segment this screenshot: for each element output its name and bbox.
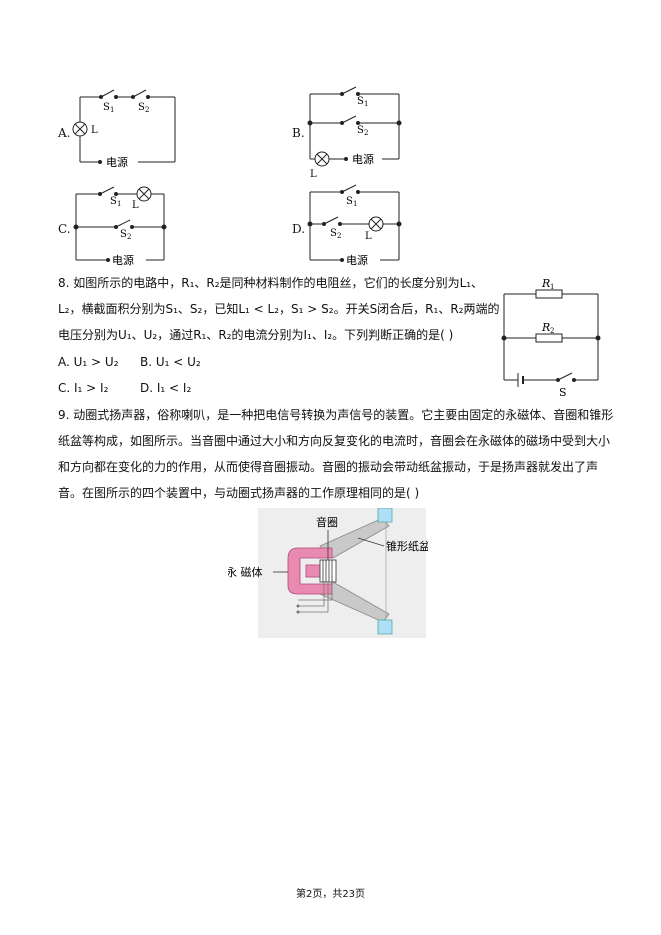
- q8-circuit-figure: R 1 R 2 S: [501, 277, 601, 399]
- a-source-label: 电源: [106, 155, 128, 169]
- b-s1-sub: 1: [364, 100, 368, 108]
- a-s1-sub: 1: [110, 106, 114, 114]
- speaker-figure: 音圈 锥形纸盆 永 磁体: [228, 508, 428, 638]
- b-s2-sub: 2: [364, 129, 368, 137]
- q8-option-b: B. U₁ < U₂: [140, 355, 201, 369]
- q8-switch-label: S: [559, 386, 567, 399]
- q9-line-2: 纸盆等构成，如图所示。当音圈中通过大小和方向反复变化的电流时，音圈会在永磁体的磁…: [58, 434, 611, 448]
- q9-line-3: 和方向都在变化的力的作用，从而使得音圈振动。音圈的振动会带动纸盆振动，于是扬声器…: [58, 460, 599, 474]
- option-b-label: B.: [292, 126, 305, 140]
- a-s2-label: S: [138, 102, 145, 113]
- circuit-c-figure: S 1 L S 2 电源: [73, 186, 167, 267]
- d-source-label: 电源: [346, 253, 368, 267]
- speaker-cone-label: 锥形纸盆: [386, 539, 428, 553]
- q9-line-4: 音。在图所示的四个装置中，与动圈式扬声器的工作原理相同的是( ): [58, 486, 420, 500]
- c-s2-label: S: [120, 229, 127, 240]
- c-s2-sub: 2: [127, 233, 131, 241]
- q8-r2-sub: 2: [550, 327, 554, 335]
- a-s1-label: S: [103, 102, 110, 113]
- c-source-label: 电源: [112, 253, 134, 267]
- circuit-d-figure: S 1 S 2 L 电源: [307, 184, 402, 267]
- q8-r2-label: R: [541, 321, 550, 334]
- d-lamp-label: L: [365, 231, 372, 242]
- option-c-label: C.: [58, 222, 71, 236]
- speaker-magnet-label: 永 磁体: [228, 565, 263, 579]
- b-s2-label: S: [357, 125, 364, 136]
- c-s1-sub: 1: [117, 200, 121, 208]
- option-a-label: A.: [58, 126, 71, 140]
- q9-line-1: 9. 动圈式扬声器，俗称喇叭，是一种把电信号转换为声信号的装置。它主要由固定的永…: [58, 408, 614, 422]
- c-s1-label: S: [110, 196, 117, 207]
- c-lamp-label: L: [132, 200, 139, 211]
- q8-r1-label: R: [541, 277, 550, 290]
- q8-line-1: 8. 如图所示的电路中，R₁、R₂是同种材料制作的电阻丝，它们的长度分别为L₁、: [58, 276, 484, 290]
- b-s1-label: S: [357, 96, 364, 107]
- q8-option-c: C. I₁ > I₂: [58, 381, 109, 395]
- circuit-b-figure: S 1 S 2 L 电源: [307, 86, 402, 180]
- a-lamp-label: L: [91, 125, 98, 136]
- q8-line-2: L₂，横截面积分别为S₁、S₂，已知L₁ < L₂，S₁ > S₂。开关S闭合后…: [58, 302, 500, 316]
- d-s1-sub: 1: [353, 200, 357, 208]
- b-source-label: 电源: [352, 152, 374, 166]
- q8-option-d: D. I₁ < I₂: [140, 381, 192, 395]
- option-d-label: D.: [292, 222, 306, 236]
- d-s1-label: S: [346, 196, 353, 207]
- speaker-coil-label: 音圈: [316, 515, 338, 529]
- q8-line-3: 电压分别为U₁、U₂，通过R₁、R₂的电流分别为I₁、I₂。下列判断正确的是( …: [58, 328, 454, 342]
- d-s2-label: S: [330, 228, 337, 239]
- q8-r1-sub: 1: [550, 283, 554, 291]
- a-s2-sub: 2: [145, 106, 149, 114]
- b-lamp-label: L: [310, 169, 317, 180]
- page-footer: 第2页，共23页: [295, 889, 366, 900]
- circuit-a-figure: S 1 S 2 L 电源: [72, 89, 176, 169]
- d-s2-sub: 2: [337, 232, 341, 240]
- q8-option-a: A. U₁ > U₂: [58, 355, 119, 369]
